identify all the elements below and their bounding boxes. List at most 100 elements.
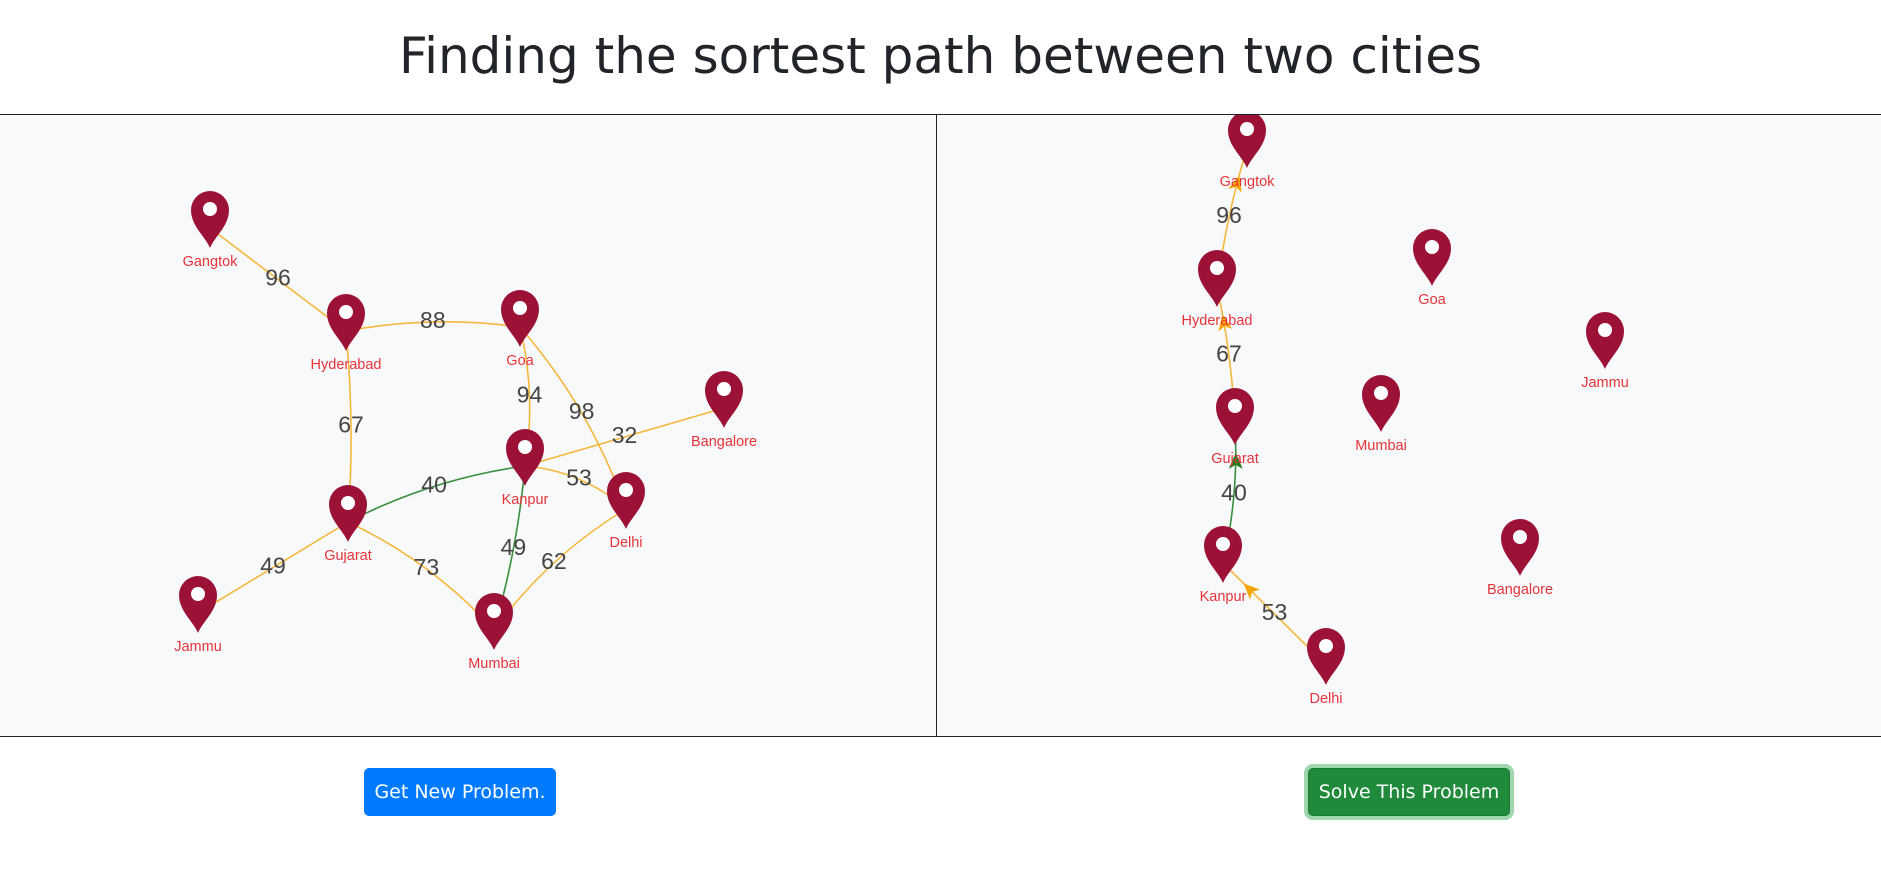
solve-problem-button[interactable]: Solve This Problem (1308, 768, 1510, 816)
arrow-icon (1228, 175, 1242, 193)
edge-weight-kanpur-bangalore: 32 (612, 422, 638, 448)
page-title: Finding the sortest path between two cit… (398, 27, 1483, 85)
city-marker-gujarat[interactable]: Gujarat (324, 485, 372, 564)
map-pin-icon (1362, 375, 1400, 432)
city-label-goa: Goa (1418, 292, 1446, 308)
edge-weight-jammu-gujarat: 49 (260, 553, 286, 579)
city-marker-jammu[interactable]: Jammu (174, 576, 222, 655)
city-marker-delhi[interactable]: Delhi (1307, 628, 1345, 707)
city-label-delhi: Delhi (609, 535, 642, 551)
map-pin-dot (1513, 530, 1527, 544)
city-marker-goa[interactable]: Goa (501, 290, 539, 369)
map-pin-dot (191, 587, 205, 601)
city-label-jammu: Jammu (174, 639, 222, 655)
map-pin-icon (607, 472, 645, 529)
city-label-jammu: Jammu (1581, 375, 1629, 391)
map-pin-dot (203, 202, 217, 216)
city-marker-gujarat[interactable]: Gujarat (1211, 388, 1259, 467)
arrow-icon (1243, 583, 1260, 600)
city-marker-goa[interactable]: Goa (1413, 229, 1451, 308)
map-pin-dot (1210, 261, 1224, 275)
edge-weight-gujarat-kanpur: 40 (421, 471, 447, 497)
city-marker-delhi[interactable]: Delhi (607, 472, 645, 551)
edge-weight-kanpur-mumbai: 49 (501, 534, 527, 560)
city-marker-bangalore[interactable]: Bangalore (691, 371, 757, 450)
map-pin-icon (1216, 388, 1254, 445)
map-pin-icon (1228, 115, 1266, 168)
city-marker-jammu[interactable]: Jammu (1581, 312, 1629, 391)
map-pin-icon (1198, 250, 1236, 307)
map-pin-icon (506, 429, 544, 486)
map-pin-icon (1413, 229, 1451, 286)
map-pin-dot (1425, 240, 1439, 254)
city-label-mumbai: Mumbai (1355, 438, 1407, 454)
map-pin-dot (341, 496, 355, 510)
edge-weight-hyderabad-gangtok: 96 (1216, 202, 1242, 228)
map-pin-dot (717, 382, 731, 396)
edge-weight-goa-delhi: 98 (569, 398, 595, 424)
solution-graph-canvas[interactable]: 53 40 67 96 GangtokGoaHyderabadJammuMumbaiGu… (937, 115, 1881, 736)
edge-weight-gangtok-hyderabad: 96 (265, 265, 291, 291)
edge-weight-goa-kanpur: 94 (517, 381, 543, 407)
city-marker-mumbai[interactable]: Mumbai (1355, 375, 1407, 454)
city-label-gangtok: Gangtok (183, 254, 239, 270)
city-marker-hyderabad[interactable]: Hyderabad (311, 294, 382, 373)
city-marker-hyderabad[interactable]: Hyderabad (1182, 250, 1253, 329)
map-pin-icon (1501, 519, 1539, 576)
map-pin-dot (1228, 399, 1242, 413)
city-marker-gangtok[interactable]: Gangtok (183, 191, 239, 270)
city-marker-bangalore[interactable]: Bangalore (1487, 519, 1553, 598)
map-pin-dot (339, 305, 353, 319)
solution-weights: 53 40 67 96 (1216, 202, 1287, 625)
map-pin-icon (1204, 526, 1242, 583)
map-pin-icon (475, 593, 513, 650)
map-pin-icon (327, 294, 365, 351)
map-pin-dot (1319, 639, 1333, 653)
city-label-gangtok: Gangtok (1220, 174, 1276, 190)
map-pin-icon (179, 576, 217, 633)
get-new-problem-button[interactable]: Get New Problem. (364, 768, 556, 816)
edge-weight-kanpur-delhi: 53 (566, 464, 592, 490)
city-label-bangalore: Bangalore (691, 434, 757, 450)
city-marker-kanpur[interactable]: Kanpur (502, 429, 549, 508)
arrow-icon (1228, 452, 1243, 469)
edge-gujarat-kanpur (347, 465, 526, 523)
city-label-kanpur: Kanpur (1200, 589, 1247, 605)
city-marker-kanpur[interactable]: Kanpur (1200, 526, 1247, 605)
map-pin-dot (1216, 537, 1230, 551)
city-label-delhi: Delhi (1309, 691, 1342, 707)
edge-weight-gujarat-hyderabad: 67 (1216, 341, 1242, 367)
map-pin-dot (1598, 323, 1612, 337)
edge-weight-delhi-kanpur: 53 (1262, 599, 1288, 625)
city-label-hyderabad: Hyderabad (311, 357, 382, 373)
city-label-goa: Goa (506, 353, 534, 369)
edge-weight-kanpur-gujarat: 40 (1221, 480, 1247, 506)
map-pin-icon (1307, 628, 1345, 685)
map-pin-dot (1374, 386, 1388, 400)
edge-weight-mumbai-delhi: 62 (541, 548, 567, 574)
city-label-gujarat: Gujarat (1211, 451, 1259, 467)
map-pin-dot (487, 604, 501, 618)
city-label-kanpur: Kanpur (502, 492, 549, 508)
map-pin-icon (501, 290, 539, 347)
map-pin-icon (329, 485, 367, 542)
edge-weight-hyderabad-goa: 88 (420, 307, 446, 333)
city-label-bangalore: Bangalore (1487, 582, 1553, 598)
map-pin-icon (1586, 312, 1624, 369)
map-pin-icon (191, 191, 229, 248)
map-pin-dot (619, 483, 633, 497)
city-marker-mumbai[interactable]: Mumbai (468, 593, 520, 672)
edge-kanpur-bangalore (524, 407, 725, 467)
city-label-hyderabad: Hyderabad (1182, 313, 1253, 329)
edge-weight-gujarat-mumbai: 73 (414, 554, 440, 580)
city-label-mumbai: Mumbai (468, 656, 520, 672)
map-pin-icon (705, 371, 743, 428)
city-marker-gangtok[interactable]: Gangtok (1220, 115, 1276, 190)
city-label-gujarat: Gujarat (324, 548, 372, 564)
map-pin-dot (513, 301, 527, 315)
map-pin-dot (518, 440, 532, 454)
